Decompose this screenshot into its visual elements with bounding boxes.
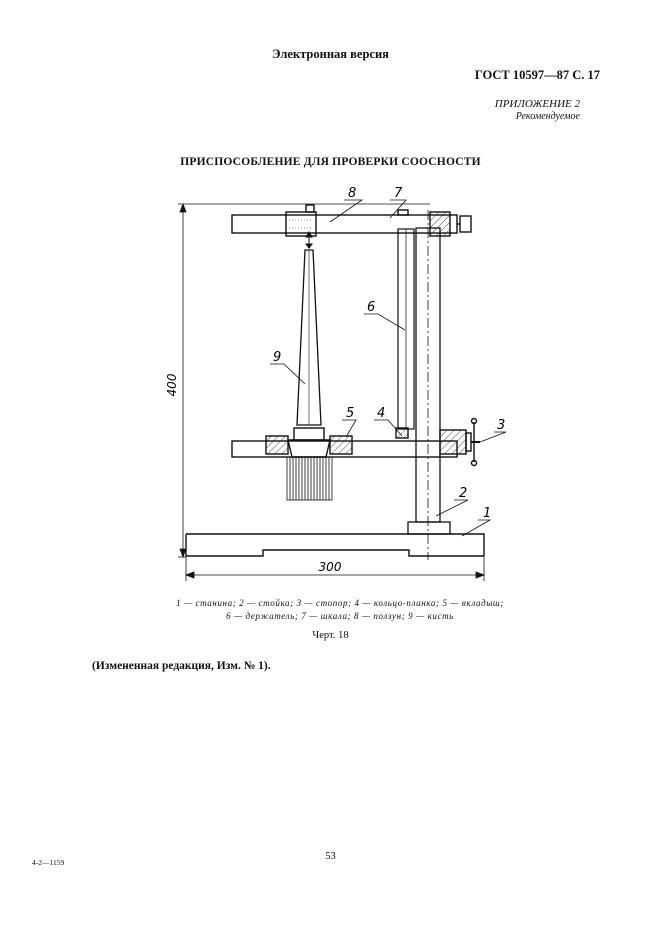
standard-code: ГОСТ 10597—87 С. 17 [474,68,600,82]
indicator-needle [305,231,313,249]
callout-3: 3 [497,418,505,433]
figure-legend-line-1: 1 — станина; 2 — стойка; 3 — стопор; 4 —… [176,598,504,608]
callout-4: 4 [377,406,385,421]
appendix-status: Рекомендуемое [515,111,580,122]
column-post [407,210,451,560]
dimension-width-label: 300 [319,560,342,574]
brush-bristles [286,456,333,501]
callout-7: 7 [394,186,403,201]
dimension-height-label: 400 [165,373,179,396]
watermark-text: Электронная версия [272,47,389,61]
callout-9: 9 [273,350,281,365]
brush-handle [296,249,322,426]
lower-arm [231,417,480,467]
figure-caption: Черт. 18 [312,630,349,641]
callout-6: 6 [367,300,375,315]
print-code: 4-2—1159 [32,858,65,867]
holder-rods [397,228,415,430]
callout-1: 1 [483,506,491,521]
callout-5: 5 [346,406,354,421]
callout-8: 8 [348,186,356,201]
upper-arm [231,204,472,237]
page-number: 53 [325,851,336,862]
base-frame [185,533,485,557]
dimension-lines [178,202,486,581]
edition-note: (Измененная редакция, Изм. № 1). [92,660,271,672]
figure-legend-line-2: 6 — держатель; 7 — шкала; 8 — ползун; 9 … [226,611,454,621]
appendix-label: ПРИЛОЖЕНИЕ 2 [494,98,580,110]
leader-lines [270,199,507,537]
figure-title: ПРИСПОСОБЛЕНИЕ ДЛЯ ПРОВЕРКИ СООСНОСТИ [180,156,481,168]
callout-2: 2 [459,486,467,501]
